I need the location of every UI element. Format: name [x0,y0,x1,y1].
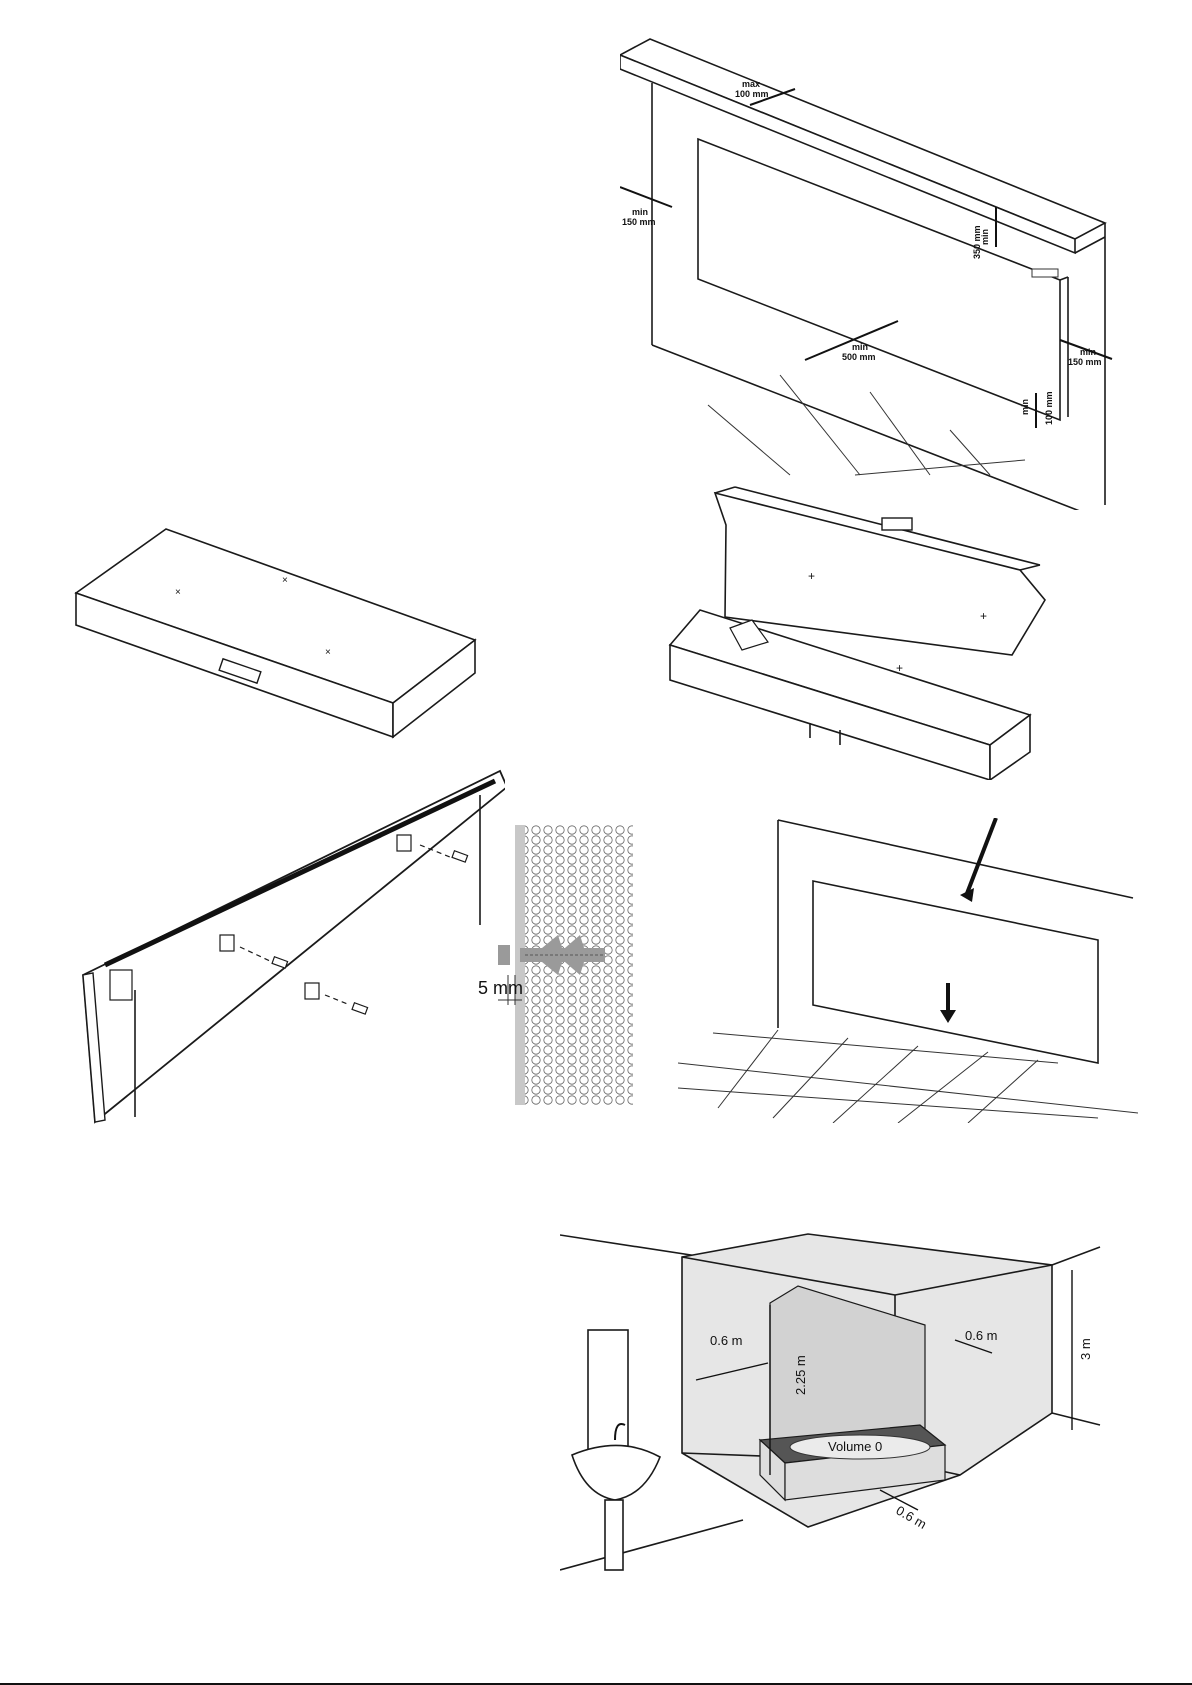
min-right-value: 150 mm [1068,357,1102,367]
zone-width-right: 0.6 m [965,1328,998,1343]
min-front-label: min [852,342,868,352]
svg-text:×: × [325,647,331,658]
volume-label: Volume 0 [828,1439,882,1454]
min-right-label: min [1080,347,1096,357]
bathroom-zones-diagram: 0.6 m 0.6 m 0.6 m 2.25 m 3 m Volume 0 [560,1225,1120,1585]
heater-back [75,765,505,1125]
gap-label: 5 mm [478,978,523,999]
svg-text:+: + [896,661,903,675]
max-label: max [742,79,760,89]
svg-text:×: × [175,587,181,598]
zone-width-left: 0.6 m [710,1333,743,1348]
heater-panel [698,139,1060,420]
wall-strip [515,825,525,1105]
open-box: + + + [660,480,1080,780]
sink [572,1445,660,1500]
max-value: 100 mm [735,89,769,99]
closed-box: × × × [70,525,490,740]
mirror [588,1330,628,1450]
mounting-diagram [678,818,1138,1123]
min-front-value: 500 mm [842,352,876,362]
room-height: 3 m [1078,1338,1093,1360]
svg-text:+: + [980,609,987,623]
shower-height: 2.25 m [793,1355,808,1395]
min-floor-value: 100 mm [1044,391,1054,425]
min-left-value: 150 mm [622,217,656,227]
svg-text:×: × [282,575,288,586]
min-top-value: 350 mm [972,225,982,259]
clearance-diagram: max 100 mm min 150 mm min 350 mm min 500… [620,35,1120,510]
min-left-label: min [632,207,648,217]
min-floor-label: min [1020,399,1030,415]
wall-plug-diagram [470,825,645,1105]
svg-text:+: + [808,569,815,583]
